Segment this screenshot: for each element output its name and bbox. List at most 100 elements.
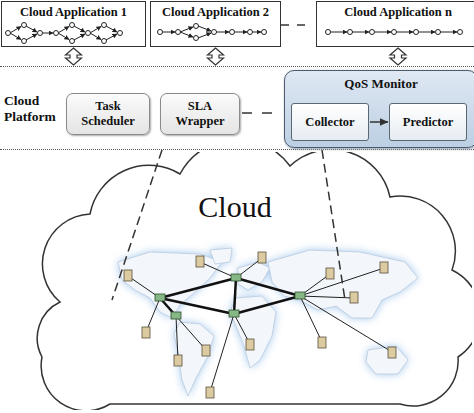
workflow-node-part [158,30,163,35]
workflow-node-part [102,39,107,44]
workflow-graph-part [440,32,457,33]
router-icon [155,274,305,319]
workflow-node-part [6,31,11,36]
workflow-node-part [248,30,253,35]
workflow-graph-part [198,26,211,31]
map-glow [118,248,418,396]
map-continent-part [174,322,214,396]
workflow-node-part [102,23,107,28]
node-title: Cloud [170,190,300,223]
server-icon-part [124,270,132,281]
module-box: Predictor [389,103,467,141]
workflow-node-part [194,24,199,29]
workflow-graph-part [10,27,21,34]
network-backbone-part [234,296,300,314]
workflow-graph [10,26,457,40]
network-link-part [300,296,392,352]
server-icon-part [258,252,266,263]
server-icon-part [388,347,396,358]
workflow-graph-part [418,32,435,33]
cloud-outline-path [37,152,472,410]
map-continent-part [230,296,276,368]
server-icon [124,252,396,398]
ellipsis-dash-part [297,24,305,26]
node-title: Cloud Application n [317,2,474,19]
server-icon-part [174,355,182,366]
workflow-node-part [86,31,91,36]
workflow-graph-part [58,33,69,40]
workflow-graph-part [26,34,37,40]
map-glow-part [230,296,276,368]
server-icon-part [246,339,254,350]
node-title: Predictor [400,115,456,130]
workflow-graph-part [396,32,413,33]
server-icon-part [206,387,214,398]
workflow-node-part [230,30,235,35]
node-title: QoS Monitor [285,71,474,92]
map-continent-part [366,346,408,374]
workflow-node-part [118,31,123,36]
server-icon-part [202,345,210,356]
workflow-graph-part [216,32,229,33]
router-icon-part [229,310,239,317]
component-box: Task Scheduler [66,93,150,135]
workflow-graph-part [330,32,347,33]
workflow-node-part [392,30,397,35]
workflow-graph-part [10,33,21,40]
module-box: Collector [291,103,369,141]
dashed-connector [322,150,345,300]
workflow-node-part [458,30,463,35]
node-title: Task Scheduler [67,99,149,129]
map-glow-part [174,322,214,396]
workflow-node-part [414,30,419,35]
application-box: Cloud Application 1 [1,1,146,47]
node-title: Collector [302,115,357,130]
node-title: Cloud Application 1 [2,2,145,19]
workflow-graph-part [106,26,117,32]
server-icon-part [326,268,334,279]
application-box: Cloud Application 2 [150,1,281,47]
map-continent-part [210,248,232,264]
workflow-graph-part [26,26,37,32]
workflow-node-part [22,39,27,44]
workflow-graph-part [252,32,261,33]
workflow-graph-part [162,32,175,33]
workflow-graph-part [58,27,69,34]
workflow-graph-part [90,33,101,40]
workflow-node-part [176,30,181,35]
map-glow-part [268,250,418,318]
router-icon-part [171,312,181,319]
workflow-node-part [436,30,441,35]
workflow-node-part [326,30,331,35]
workflow-node [6,23,463,44]
monitor-box: QoS MonitorCollector Predictor [284,70,474,148]
workflow-node-part [54,31,59,36]
network-backbone-part [234,278,236,314]
workflow-graph-part [106,34,117,40]
map-continent [118,248,418,396]
workflow-node-part [370,30,375,35]
workflow-node-part [22,23,27,28]
workflow-graph-part [374,32,391,33]
workflow-node-part [212,30,217,35]
ellipsis-dash-part [242,112,252,114]
platform-band: Cloud PlatformTask SchedulerSLA WrapperQ… [0,66,474,150]
network-link-part [300,268,384,296]
network-link-part [300,296,354,298]
workflow-graph-part [90,27,101,34]
cloud-shape: Cloud [20,152,472,410]
workflow-node-part [38,31,43,36]
application-box: Cloud Application n [316,1,474,47]
network-link-part [210,314,234,392]
network-backbone-part [236,278,300,296]
workflow-graph-part [43,33,54,34]
workflow-graph-part [180,32,193,37]
double-arrow [390,48,406,65]
node-title: Cloud Application 2 [151,2,280,19]
network-backbone-part [160,278,236,298]
network-link-part [176,316,178,360]
workflow-graph-part [234,32,247,33]
server-icon-part [142,327,150,338]
ellipsis-dash-part [262,112,272,114]
